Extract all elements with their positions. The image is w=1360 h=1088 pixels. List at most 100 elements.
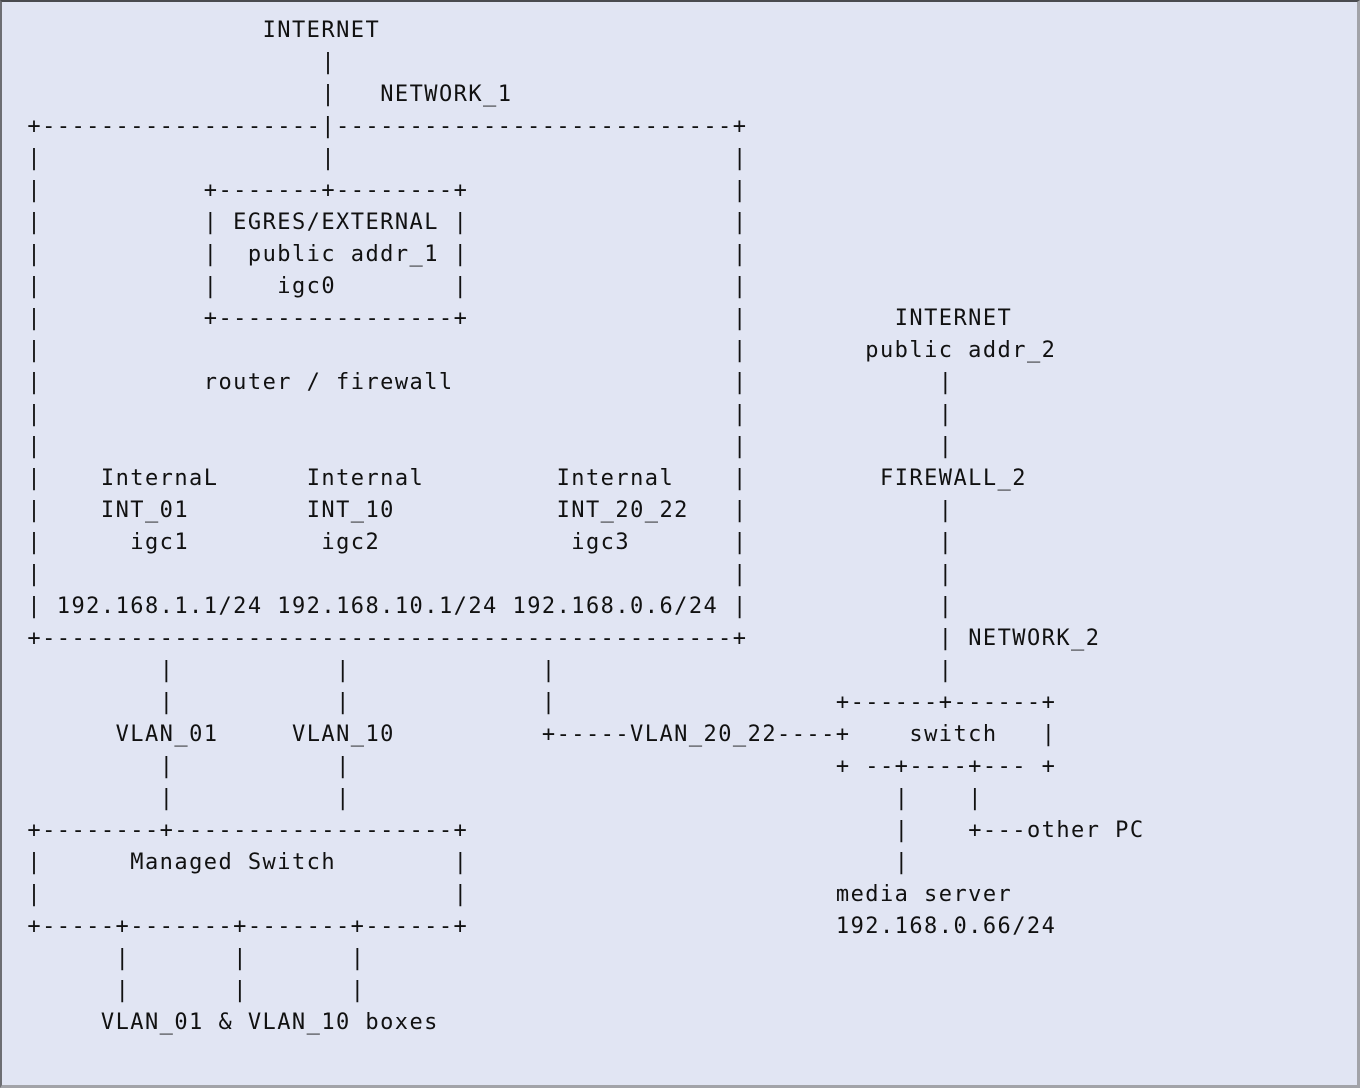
network-2-line: | bbox=[938, 626, 954, 651]
router-box-right-border: | bbox=[733, 498, 748, 523]
int-20-22-interface: igc3 bbox=[571, 530, 631, 555]
int-10-interface: igc2 bbox=[321, 530, 381, 555]
internet-label-1: INTERNET bbox=[262, 18, 381, 43]
public-addr-2-label: public addr_2 bbox=[865, 338, 1057, 363]
other-pc-line: | bbox=[968, 786, 983, 811]
managed-switch-label: Managed Switch bbox=[130, 850, 337, 875]
uplink-line: | bbox=[321, 50, 337, 75]
int-01-interface: igc1 bbox=[130, 530, 190, 555]
router-box-left-border: | bbox=[27, 338, 43, 363]
router-box-right-border: | bbox=[733, 466, 748, 491]
router-box-left-border: | bbox=[27, 530, 43, 555]
vlan-01-line: | bbox=[159, 786, 175, 811]
vlan-10-line: | bbox=[336, 690, 351, 715]
uplink-line: | bbox=[321, 82, 337, 107]
network-1-label: NETWORK_1 bbox=[380, 82, 513, 107]
router-box-left-border: | bbox=[27, 402, 43, 427]
vlan-01-label: VLAN_01 bbox=[115, 722, 219, 747]
network-2-line: | bbox=[938, 498, 954, 523]
egress-interface: | igc0 | bbox=[203, 274, 469, 299]
media-server-label: media server bbox=[835, 882, 1013, 907]
int-10-name: INT_10 bbox=[306, 498, 395, 523]
switch-label: switch bbox=[909, 722, 998, 747]
media-server-line: | bbox=[894, 818, 910, 843]
router-box-right-border: | bbox=[733, 178, 748, 203]
network-2-line: | bbox=[938, 370, 954, 395]
int-10-type: Internal bbox=[306, 466, 425, 491]
router-box-right-border: | bbox=[733, 402, 748, 427]
managed-switch-top-border: +--------+-------------------+ bbox=[27, 818, 469, 843]
router-box-left-border: | bbox=[27, 242, 43, 267]
router-box-left-border: | bbox=[27, 306, 43, 331]
int-01-name: INT_01 bbox=[100, 498, 190, 523]
network-2-line: | bbox=[938, 562, 954, 587]
router-box-top-border: +-------------------|-------------------… bbox=[27, 114, 748, 139]
router-box-left-border: | bbox=[27, 562, 43, 587]
vlan-20-22-line: | bbox=[541, 658, 557, 683]
vlan-box-line: | bbox=[350, 946, 366, 971]
egress-public-addr: | public addr_1 | bbox=[203, 242, 469, 267]
network-2-line: | bbox=[938, 402, 954, 427]
router-box-left-border: | bbox=[27, 594, 43, 619]
router-box-left-border: | bbox=[27, 370, 43, 395]
managed-switch-bottom-border: +-----+-------+-------+------+ bbox=[27, 914, 469, 939]
vlan-10-line: | bbox=[336, 754, 351, 779]
router-box-right-border: | bbox=[733, 306, 748, 331]
vlan-10-line: | bbox=[336, 786, 351, 811]
router-box-left-border: | bbox=[27, 210, 43, 235]
vlan-20-22-line: | bbox=[541, 690, 557, 715]
router-box-right-border: | bbox=[733, 338, 748, 363]
vlan-01-line: | bbox=[159, 690, 175, 715]
router-box-right-border: | bbox=[733, 434, 748, 459]
router-box-right-border: | bbox=[733, 370, 748, 395]
router-box-left-border: | bbox=[27, 498, 43, 523]
int-20-22-address: 192.168.0.6/24 bbox=[512, 594, 719, 619]
network-2-line: | bbox=[938, 434, 954, 459]
router-box-left-border: | bbox=[27, 466, 43, 491]
network-2-line: | bbox=[938, 594, 954, 619]
router-box-right-border: | bbox=[733, 242, 748, 267]
firewall-2-label: FIREWALL_2 bbox=[880, 466, 1027, 491]
router-box-left-border: | bbox=[27, 434, 43, 459]
vlan-20-22-link: +-----VLAN_20_22----+ bbox=[541, 722, 851, 747]
uplink-line: | bbox=[321, 146, 337, 171]
other-pc-label: +---other PC bbox=[968, 818, 1145, 843]
managed-switch-left-border: | bbox=[27, 850, 43, 875]
vlan-box-line: | bbox=[115, 978, 131, 1003]
router-box-right-border: | bbox=[733, 594, 748, 619]
managed-switch-right-border: | bbox=[453, 882, 469, 907]
router-box-right-border: | bbox=[733, 210, 748, 235]
managed-switch-left-border: | bbox=[27, 882, 43, 907]
vlan-box-line: | bbox=[233, 978, 248, 1003]
router-box-right-border: | bbox=[733, 146, 748, 171]
int-01-address: 192.168.1.1/24 bbox=[56, 594, 263, 619]
router-box-left-border: | bbox=[27, 274, 43, 299]
media-server-line: | bbox=[894, 786, 910, 811]
int-10-address: 192.168.10.1/24 bbox=[277, 594, 498, 619]
vlan-10-line: | bbox=[336, 658, 351, 683]
media-server-line: | bbox=[894, 850, 910, 875]
vlan-01-line: | bbox=[159, 658, 175, 683]
router-box-bottom-border: +---------------------------------------… bbox=[27, 626, 748, 651]
int-01-type: InternaL bbox=[100, 466, 219, 491]
vlan-box-line: | bbox=[115, 946, 131, 971]
int-20-22-type: Internal bbox=[556, 466, 675, 491]
egress-box-bottom-border: +----------------+ bbox=[203, 306, 469, 331]
network-2-line: | bbox=[938, 658, 954, 683]
media-server-address: 192.168.0.66/24 bbox=[835, 914, 1057, 939]
router-box-left-border: | bbox=[27, 146, 43, 171]
router-box-right-border: | bbox=[733, 562, 748, 587]
network-2-line: | bbox=[938, 530, 954, 555]
router-box-right-border: | bbox=[733, 530, 748, 555]
egress-box-top-border: +-------+--------+ bbox=[203, 178, 469, 203]
router-box-right-border: | bbox=[733, 274, 748, 299]
vlan-box-line: | bbox=[233, 946, 248, 971]
vlan-10-label: VLAN_10 bbox=[292, 722, 395, 747]
egress-box-label: | EGRES/EXTERNAL | bbox=[203, 210, 469, 235]
network-2-label: NETWORK_2 bbox=[968, 626, 1101, 651]
vlan-01-line: | bbox=[159, 754, 175, 779]
switch-box-right-border: | bbox=[1041, 722, 1057, 747]
vlan-box-line: | bbox=[350, 978, 366, 1003]
internet-label-2: INTERNET bbox=[894, 306, 1013, 331]
